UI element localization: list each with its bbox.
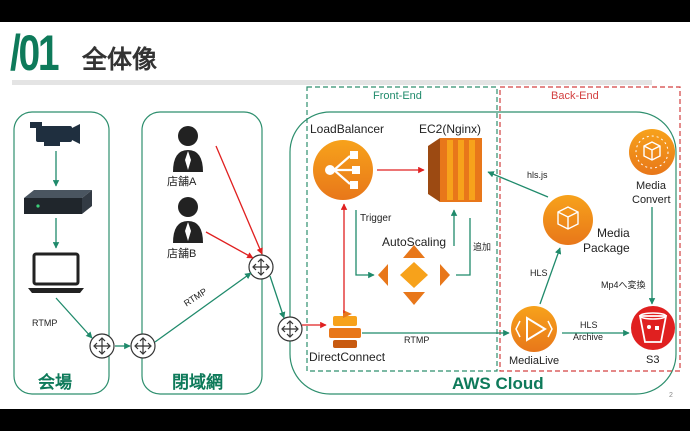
hls-archive-label-2: Archive	[573, 332, 604, 342]
direct-connect-icon	[329, 310, 361, 348]
front-end-label: Front-End	[373, 90, 422, 102]
hls-archive-label-1: HLS	[580, 320, 598, 330]
router-icon	[277, 316, 303, 342]
person-icon	[173, 126, 203, 172]
media-convert-label-1: Media	[636, 180, 666, 192]
back-end-zone	[499, 86, 681, 372]
direct-connect-label: DirectConnect	[309, 350, 386, 364]
venue-zone	[13, 111, 110, 395]
person-icon	[173, 197, 203, 243]
header-rule	[12, 80, 652, 85]
media-convert-label-2: Convert	[632, 194, 671, 206]
trigger-label: Trigger	[360, 213, 392, 224]
slide-number: /01	[10, 25, 60, 81]
router-icon	[248, 254, 274, 280]
s3-bucket-icon	[631, 306, 675, 350]
hls-label: HLS	[530, 268, 548, 278]
media-live-icon	[511, 306, 557, 352]
router-icon	[89, 333, 115, 359]
autoscaling-label: AutoScaling	[382, 235, 447, 249]
s3-label: S3	[646, 354, 660, 366]
green-connectors	[52, 151, 656, 350]
mp4-convert-label: Mp4へ変換	[601, 280, 646, 290]
aws-cloud-zone	[289, 111, 677, 395]
autoscaling-icon	[378, 245, 450, 305]
page-number: 2	[669, 392, 673, 399]
add-label: 追加	[473, 242, 492, 252]
venue-zone-label: 会場	[38, 373, 72, 392]
laptop-icon	[28, 252, 84, 293]
rtmp-dc-label: RTMP	[404, 335, 430, 345]
encoder-box-icon	[24, 190, 92, 214]
media-package-label-1: Media	[597, 226, 630, 240]
load-balancer-label: LoadBalancer	[310, 122, 385, 136]
front-end-zone	[306, 86, 498, 372]
store-a-label: 店舗A	[167, 176, 197, 188]
closed-network-zone-label: 閉域網	[172, 373, 223, 392]
hls-js-label: hls.js	[527, 170, 548, 180]
page-title: 全体像	[82, 46, 158, 74]
ec2-instance-icon	[428, 138, 482, 202]
ec2-label: EC2(Nginx)	[419, 122, 482, 136]
media-package-icon	[543, 195, 593, 245]
media-live-label: MediaLive	[509, 355, 560, 367]
media-package-label-2: Package	[583, 241, 630, 255]
rtmp-venue-label: RTMP	[32, 318, 58, 328]
media-convert-icon	[629, 129, 675, 175]
red-connectors	[205, 145, 425, 329]
aws-cloud-label: AWS Cloud	[452, 374, 544, 393]
router-icon	[130, 333, 156, 359]
store-b-label: 店舗B	[167, 248, 197, 260]
video-camera-icon	[30, 122, 80, 146]
back-end-label: Back-End	[551, 90, 599, 102]
load-balancer-icon	[313, 140, 373, 200]
